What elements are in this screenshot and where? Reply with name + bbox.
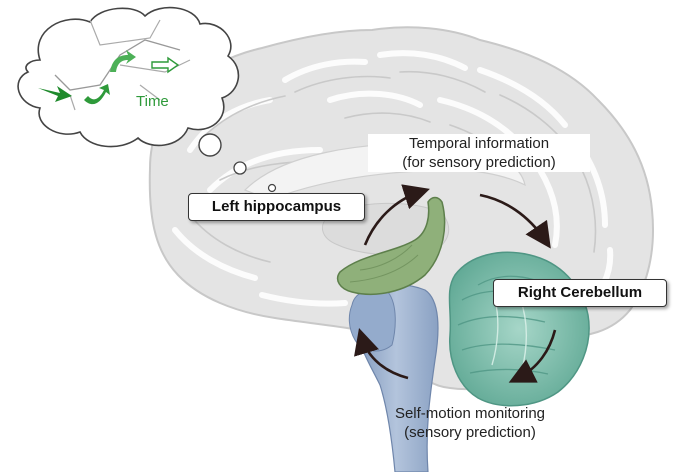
temporal-information-annotation: Temporal information (for sensory predic…	[368, 134, 590, 172]
arrow-bottom-to-hippocampus	[354, 328, 409, 380]
temporal-line1: Temporal information	[408, 135, 550, 152]
cerebellum-label: Right Cerebellum	[493, 279, 667, 307]
arrow-hippocampus-to-top	[363, 184, 430, 246]
selfmotion-line1: Self-motion monitoring	[394, 405, 546, 422]
arrow-top-to-cerebellum	[479, 193, 551, 249]
hippocampus	[336, 196, 446, 295]
brain-gyri	[172, 50, 614, 308]
time-arrows-icon	[38, 50, 180, 105]
hippocampus-label: Left hippocampus	[188, 193, 365, 221]
temporal-line2: (for sensory prediction)	[402, 154, 556, 171]
arrow-cerebellum-to-bottom	[508, 329, 557, 383]
pons	[348, 288, 396, 352]
thought-cloud	[17, 6, 277, 193]
selfmotion-line2: (sensory prediction)	[404, 424, 536, 441]
self-motion-annotation: Self-motion monitoring (sensory predicti…	[356, 404, 584, 442]
time-label: Time	[136, 93, 169, 110]
